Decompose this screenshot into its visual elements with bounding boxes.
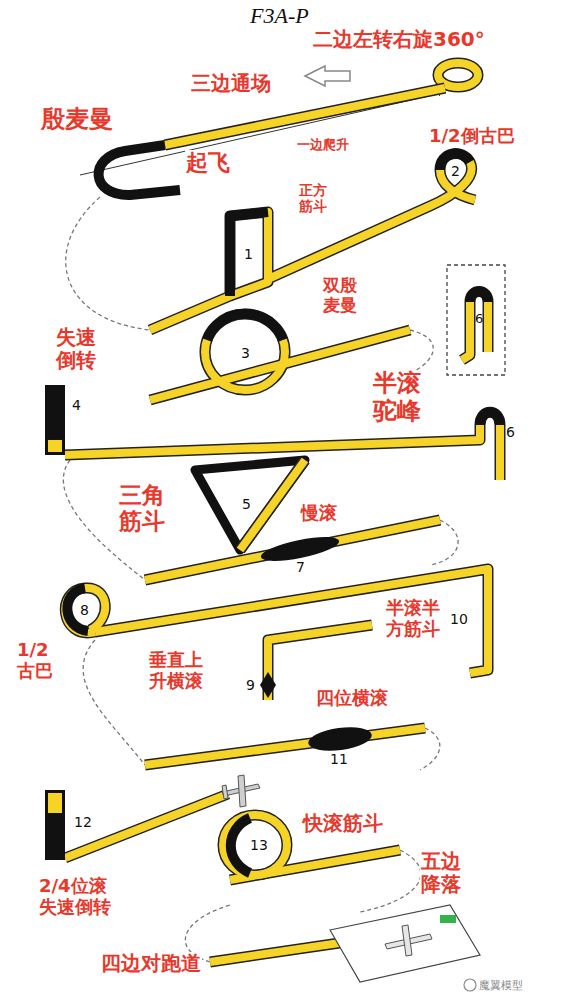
callout-number: 3 xyxy=(241,346,250,360)
callout-number: 10 xyxy=(450,612,468,626)
maneuver-label: 失速 倒转 xyxy=(55,326,97,372)
maneuver-label: 三角 筋斗 xyxy=(118,482,166,535)
diagram-title: F3A-P xyxy=(250,3,309,29)
maneuver-label: 四位横滚 xyxy=(315,688,389,709)
maneuver-label: 慢滚 xyxy=(300,503,338,524)
callout-number: 2 xyxy=(451,164,460,178)
callout-number: 4 xyxy=(72,398,81,412)
maneuver-label: 五边 降落 xyxy=(420,850,462,896)
maneuver-label: 四边对跑道 xyxy=(100,952,202,975)
callout-number: 11 xyxy=(330,752,348,766)
watermark: 魔翼模型 xyxy=(479,978,523,993)
callout-number: 13 xyxy=(250,838,268,852)
maneuver-label: 殷麦曼 xyxy=(40,106,114,134)
maneuver-label: 2/4位滚 失速倒转 xyxy=(38,876,112,917)
maneuver-label: 正方 筋斗 xyxy=(298,182,328,214)
maneuver-label: 一边爬升 xyxy=(296,138,350,153)
maneuver-label: 半滚半 方筋斗 xyxy=(385,598,441,639)
maneuver-label: 半滚 驼峰 xyxy=(372,370,422,425)
callout-number: 8 xyxy=(80,603,89,617)
callout-number: 7 xyxy=(296,560,305,574)
callout-number: 9 xyxy=(246,678,255,692)
callout-number: 6 xyxy=(475,312,483,325)
maneuver-label: 1/2倒古巴 xyxy=(428,126,516,147)
maneuver-label: 快滚筋斗 xyxy=(302,812,384,835)
callout-number: 5 xyxy=(242,497,251,511)
maneuver-label: 垂直上 升横滚 xyxy=(148,650,204,691)
maneuver-label: 双殷 麦曼 xyxy=(322,276,358,315)
maneuver-label: 二边左转右旋360° xyxy=(312,28,486,51)
maneuver-label: 起飞 xyxy=(185,150,231,175)
callout-number: 1 xyxy=(244,247,253,261)
maneuver-label: 1/2 古巴 xyxy=(16,640,54,681)
callout-number: 6 xyxy=(506,425,515,439)
maneuver-label: 三边通场 xyxy=(190,72,272,95)
callout-number: 12 xyxy=(74,815,92,829)
